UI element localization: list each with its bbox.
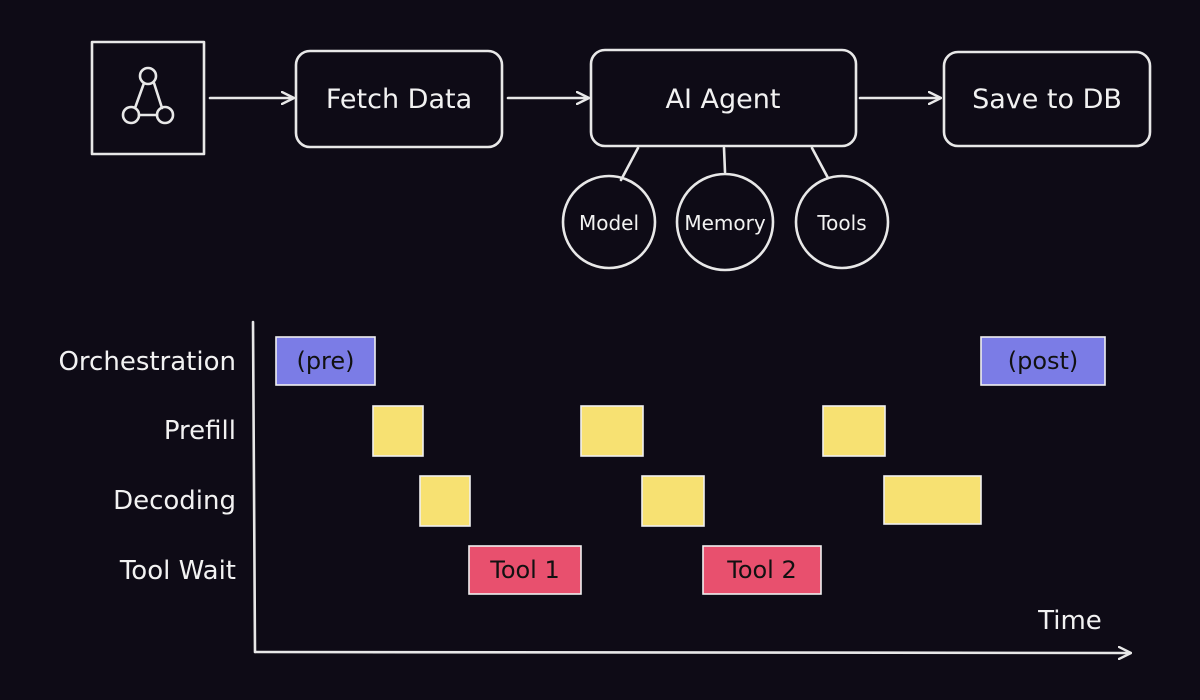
ai-agent-box: [589, 48, 858, 148]
webhook-icon: [121, 66, 175, 125]
connector-memory: [722, 146, 727, 174]
time-axis-label: Time: [1037, 606, 1102, 636]
timeline-block-rect: [822, 405, 886, 457]
model-label: Model: [579, 211, 639, 235]
memory-component: Memory: [675, 172, 775, 272]
timeline-block-8: [822, 405, 886, 457]
tools-component: Tools: [794, 174, 890, 270]
timeline-block-label: Tool 1: [489, 556, 560, 584]
timeline-block-rect: [372, 405, 424, 457]
y-axis-line: [251, 320, 257, 654]
timeline-block-rect: [883, 475, 982, 525]
save-to-db-label: Save to DB: [972, 84, 1122, 115]
timeline-block-1: (pre): [275, 336, 376, 386]
timeline-block-label: Tool 2: [726, 556, 797, 584]
fetch-data-node: Fetch Data: [294, 49, 504, 149]
lane-label-decoding: Decoding: [113, 486, 236, 516]
connector-model: [619, 146, 640, 182]
timeline-block-3: [419, 475, 471, 527]
lane-labels: Orchestration Prefill Decoding Tool Wait: [58, 347, 236, 586]
ai-agent-node: AI Agent: [589, 48, 858, 148]
timeline-block-rect: [275, 336, 376, 386]
model-circle: [561, 174, 657, 270]
timeline-block-label: (pre): [296, 347, 354, 375]
timeline-block-rect: [641, 475, 705, 527]
timeline-blocks: (pre) Tool 1 Tool 2 (post): [275, 336, 1106, 595]
webhook-node: [90, 40, 206, 156]
timeline-block-rect: [702, 545, 822, 595]
lane-label-orchestration: Orchestration: [58, 347, 236, 377]
ai-agent-label: AI Agent: [666, 84, 781, 115]
timeline-block-6: [641, 475, 705, 527]
connector-tools: [810, 146, 830, 180]
lane-label-tool-wait: Tool Wait: [119, 556, 236, 586]
timeline-block-7: Tool 2: [702, 545, 822, 595]
timeline-block-5: [580, 405, 644, 457]
timeline-block-rect: [419, 475, 471, 527]
tools-label: Tools: [816, 211, 866, 235]
timeline-block-rect: [468, 545, 582, 595]
timeline-block-9: [883, 475, 982, 525]
timeline-block-4: Tool 1: [468, 545, 582, 595]
memory-circle: [675, 172, 775, 272]
fetch-data-label: Fetch Data: [326, 84, 472, 115]
memory-label: Memory: [684, 211, 766, 235]
timeline-block-2: [372, 405, 424, 457]
timeline-block-rect: [980, 336, 1106, 386]
save-to-db-node: Save to DB: [942, 50, 1152, 148]
lane-label-prefill: Prefill: [164, 416, 236, 446]
tools-circle: [794, 174, 890, 270]
webhook-box: [90, 40, 206, 156]
save-to-db-box: [942, 50, 1152, 148]
timeline-block-rect: [580, 405, 644, 457]
time-axis-line: [254, 652, 1130, 653]
timeline-block-10: (post): [980, 336, 1106, 386]
fetch-data-box: [294, 49, 504, 149]
model-component: Model: [561, 174, 657, 270]
timeline-block-label: (post): [1008, 347, 1079, 375]
